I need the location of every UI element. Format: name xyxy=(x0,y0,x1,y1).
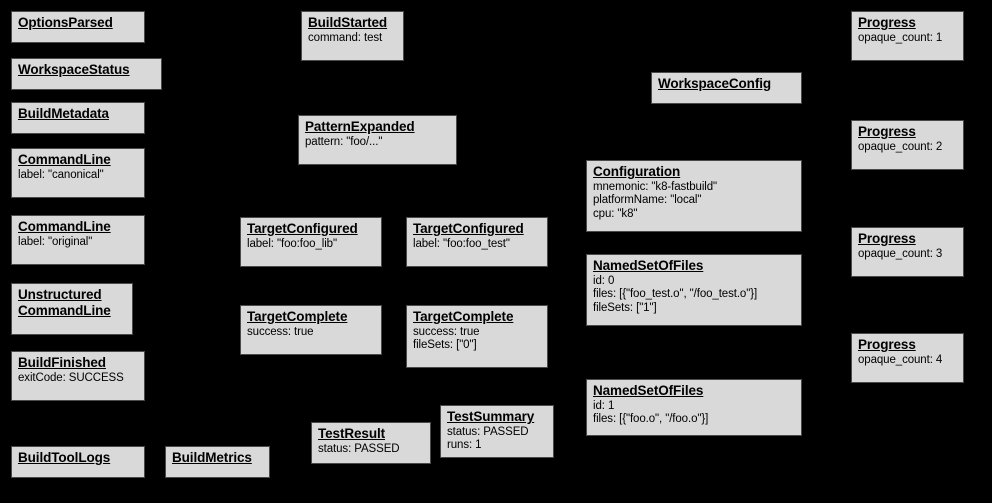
event-node-title: PatternExpanded xyxy=(305,119,415,134)
event-node-title: TestSummary xyxy=(447,409,535,424)
event-node-title: BuildMetrics xyxy=(172,450,252,465)
event-node-title: TargetConfigured xyxy=(247,221,358,236)
event-node-title: Unstructured CommandLine xyxy=(18,287,111,318)
event-node-field: id: 0 xyxy=(593,274,615,287)
event-node-title: NamedSetOfFiles xyxy=(593,383,704,398)
event-node-field: opaque_count: 3 xyxy=(858,247,943,260)
event-node-workspace-status[interactable]: WorkspaceStatus xyxy=(11,58,162,90)
event-node-title: TestResult xyxy=(318,426,386,441)
event-node-field: pattern: "foo/..." xyxy=(305,135,383,148)
event-node-field: status: PASSED xyxy=(447,425,529,438)
event-node-field: label: "foo:foo_lib" xyxy=(247,237,337,250)
event-node-title: WorkspaceConfig xyxy=(658,76,772,91)
event-node-title: Progress xyxy=(858,124,916,139)
event-node-title: BuildFinished xyxy=(18,355,106,370)
event-node-build-metrics[interactable]: BuildMetrics xyxy=(165,446,270,478)
event-node-field: cpu: "k8" xyxy=(593,208,638,221)
event-node-field: label: "original" xyxy=(18,235,93,248)
event-node-workspace-config[interactable]: WorkspaceConfig xyxy=(651,72,802,104)
event-node-field: success: true xyxy=(247,325,314,338)
event-node-field: command: test xyxy=(308,31,383,44)
event-node-title: BuildStarted xyxy=(308,15,388,30)
event-node-title: Configuration xyxy=(593,164,681,179)
event-node-title: WorkspaceStatus xyxy=(18,62,130,77)
event-node-title: BuildMetadata xyxy=(18,106,109,121)
event-node-title: CommandLine xyxy=(18,219,111,234)
event-node-title: TargetConfigured xyxy=(413,221,524,236)
event-node-field: mnemonic: "k8-fastbuild" xyxy=(593,180,718,193)
event-node-title: BuildToolLogs xyxy=(18,450,111,465)
event-node-field: fileSets: ["0"] xyxy=(413,339,477,352)
event-node-title: CommandLine xyxy=(18,152,111,167)
event-node-field: opaque_count: 4 xyxy=(858,353,943,366)
event-node-field: success: true xyxy=(413,325,480,338)
event-node-field: runs: 1 xyxy=(447,439,482,452)
event-node-field: exitCode: SUCCESS xyxy=(18,371,124,384)
event-node-title: OptionsParsed xyxy=(18,15,113,30)
event-node-field: fileSets: ["1"] xyxy=(593,302,657,315)
event-node-build-metadata[interactable]: BuildMetadata xyxy=(11,102,145,134)
event-node-build-tool-logs[interactable]: BuildToolLogs xyxy=(11,446,145,478)
event-node-field: files: [{"foo_test.o", "/foo_test.o"}] xyxy=(593,288,758,301)
event-node-title: TargetComplete xyxy=(413,309,514,324)
event-node-field: files: [{"foo.o", "/foo.o"}] xyxy=(593,413,709,426)
event-node-title: Progress xyxy=(858,231,916,246)
event-node-unstructured-command-line[interactable]: Unstructured CommandLine xyxy=(11,283,133,335)
event-node-field: label: "canonical" xyxy=(18,168,104,181)
event-node-field: opaque_count: 2 xyxy=(858,140,943,153)
event-node-title: Progress xyxy=(858,15,916,30)
event-node-field: id: 1 xyxy=(593,399,615,412)
event-node-field: label: "foo:foo_test" xyxy=(413,237,510,250)
event-node-title: NamedSetOfFiles xyxy=(593,258,704,273)
event-node-title: Progress xyxy=(858,337,916,352)
event-node-options-parsed[interactable]: OptionsParsed xyxy=(11,11,145,43)
event-node-field: status: PASSED xyxy=(318,442,400,455)
event-node-field: opaque_count: 1 xyxy=(858,31,943,44)
event-node-field: platformName: "local" xyxy=(593,194,702,207)
event-node-title: TargetComplete xyxy=(247,309,348,324)
